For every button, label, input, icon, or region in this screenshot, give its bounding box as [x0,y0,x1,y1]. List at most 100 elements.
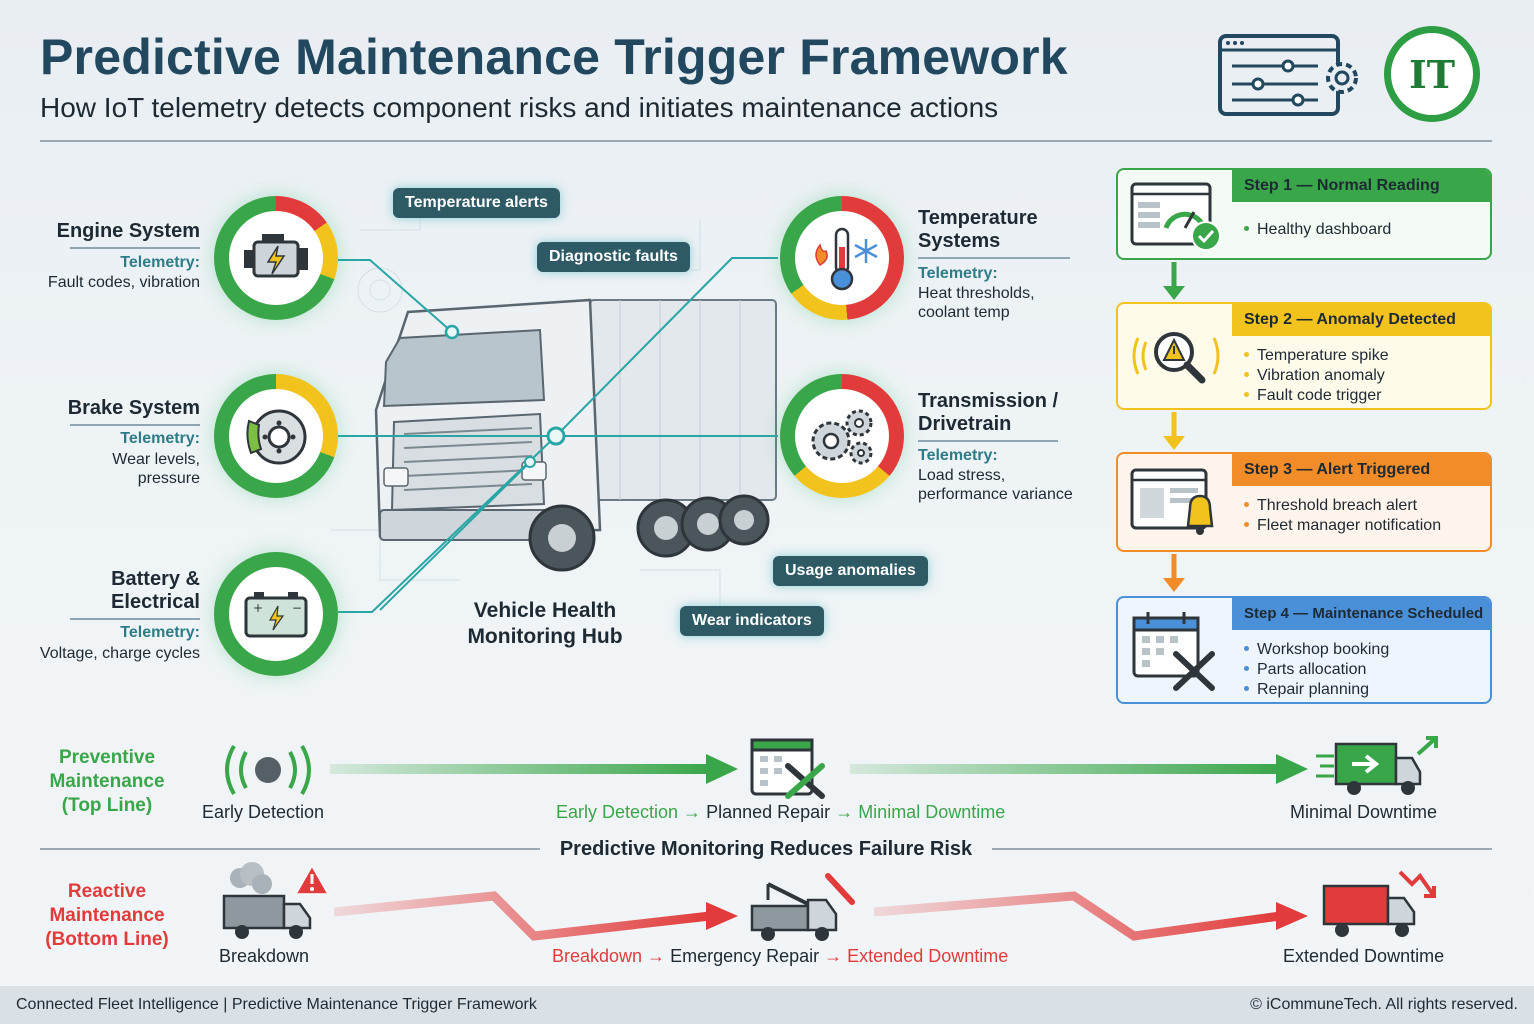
preventive-title-line-3: (Top Line) [61,795,153,816]
transmission-telemetry-line-2: performance variance [918,486,1073,503]
svg-text:+: + [253,601,263,615]
preventive-flow: Early Detection → Planned Repair → Minim… [556,802,1006,822]
dashboard-check-icon [1130,182,1221,251]
temperature-telemetry-label: Telemetry: [918,265,998,282]
hub-label-line-1: Vehicle Health [473,599,617,622]
battery-title-line-1: Battery & [111,568,200,590]
divider-line-left [40,848,540,850]
step-2-card: Step 2 — Anomaly Detected Temperature sp… [1116,302,1492,410]
step-1-item: Healthy dashboard [1244,220,1482,240]
transmission-telemetry-line-1: Load stress, [918,467,1006,484]
temperature-telemetry-line-1: Heat thresholds, [918,285,1035,302]
step-3-title: Step 3 — Alert Triggered [1232,454,1490,486]
temperature-title-line-1: Temperature [918,207,1038,229]
engine-telemetry-label: Telemetry: [120,254,200,271]
thermometer-icon [815,227,878,291]
step-4-card: Step 4 — Maintenance Scheduled Workshop … [1116,596,1492,704]
moving-truck-icon [1316,736,1438,795]
brake-gauge [214,374,338,498]
step-4-item: Workshop booking [1244,640,1482,660]
temperature-divider [918,257,1070,259]
preventive-title-line-1: Preventive [58,747,156,768]
battery-telemetry-label: Telemetry: [120,624,200,641]
battery-telemetry: Voltage, charge cycles [39,645,200,662]
reactive-title-line-3: (Bottom Line) [45,929,169,950]
gears-icon [811,409,873,465]
page-subtitle: How IoT telemetry detects component risk… [40,92,999,123]
reactive-start-label: Breakdown [219,946,310,966]
step-2-item: Vibration anomaly [1244,366,1482,386]
temperature-title-line-2: Systems [918,230,1001,252]
brake-telemetry-line-2: pressure [137,470,200,487]
step-4-item: Parts allocation [1244,660,1482,680]
broken-truck-icon [222,862,330,939]
brand-logo: IT [1384,26,1480,122]
battery-divider [70,618,200,620]
engine-system-title: Engine System [56,220,200,242]
alert-bell-icon [1130,468,1214,535]
arrow-down-icon [1163,262,1185,300]
calendar-repair-icon [750,738,825,799]
engine-telemetry: Fault codes, vibration [47,274,200,291]
transmission-title-line-1: Transmission / [918,390,1059,412]
brake-divider [70,424,200,426]
reactive-title-line-2: Maintenance [49,905,165,926]
preventive-start-label: Early Detection [202,802,325,822]
brake-disc-icon [246,409,307,465]
battery-gauge: + − [214,552,338,676]
temperature-telemetry-line-2: coolant temp [918,304,1010,321]
step-1-title: Step 1 — Normal Reading [1232,170,1490,202]
preventive-arrow-line [330,754,1308,784]
transmission-gauge [780,374,904,498]
hub-label-line-2: Monitoring Hub [467,625,623,648]
reactive-title-line-1: Reactive [67,881,147,902]
reactive-arrow-line [334,891,1308,941]
logo-text: IT [1408,51,1456,97]
magnifier-warning-icon [1132,332,1220,384]
footer-left-text: Connected Fleet Intelligence | Predictiv… [16,996,537,1013]
page-title: Predictive Maintenance Trigger Framework [40,29,1068,85]
header-divider [40,140,1492,142]
step-3-item: Threshold breach alert [1244,496,1482,516]
step-3-card: Step 3 — Alert Triggered Threshold breac… [1116,452,1492,552]
brake-system-title: Brake System [67,397,200,419]
engine-icon [244,234,308,278]
step-3-item: Fleet manager notification [1244,516,1482,536]
transmission-divider [918,440,1058,442]
transmission-telemetry-label: Telemetry: [918,447,998,464]
arrow-down-icon [1163,412,1185,450]
battery-title-line-2: Electrical [111,591,200,613]
footer-bar [0,986,1534,1024]
reactive-end-label: Extended Downtime [1283,946,1445,966]
connector-diagram [330,189,778,620]
diagnostic-faults-pill: Diagnostic faults [537,242,690,272]
step-2-item: Temperature spike [1244,346,1482,366]
preventive-end-label: Minimal Downtime [1290,802,1438,822]
step-2-title: Step 2 — Anomaly Detected [1232,304,1490,336]
svg-text:−: − [292,601,302,615]
divider-line-right [992,848,1492,850]
step-4-title: Step 4 — Maintenance Scheduled [1232,598,1490,630]
battery-icon: + − [244,592,308,638]
engine-divider [70,247,200,249]
reactive-flow: Breakdown → Emergency Repair → Extended … [552,946,1009,966]
divider-caption: Predictive Monitoring Reduces Failure Ri… [559,838,973,860]
preventive-title-line-2: Maintenance [49,771,165,792]
step-2-item: Fault code trigger [1244,386,1482,406]
tow-truck-icon [750,873,855,941]
transmission-title-line-2: Drivetrain [918,413,1012,435]
signal-sensor-icon [225,744,311,796]
calendar-tools-icon [1132,612,1215,691]
arrow-down-icon [1163,554,1185,592]
settings-panel-icon [1218,34,1358,116]
step-4-item: Repair planning [1244,680,1482,700]
temperature-alerts-pill: Temperature alerts [393,188,560,218]
step-1-card: Step 1 — Normal Reading Healthy dashboar… [1116,168,1492,260]
delayed-truck-icon [1322,870,1436,937]
temperature-gauge [780,196,904,320]
brake-telemetry-label: Telemetry: [120,430,200,447]
truck-illustration [374,298,777,572]
wear-indicators-pill: Wear indicators [680,606,824,636]
footer-right-text: © iCommuneTech. All rights reserved. [1250,996,1518,1013]
usage-anomalies-pill: Usage anomalies [773,556,928,586]
